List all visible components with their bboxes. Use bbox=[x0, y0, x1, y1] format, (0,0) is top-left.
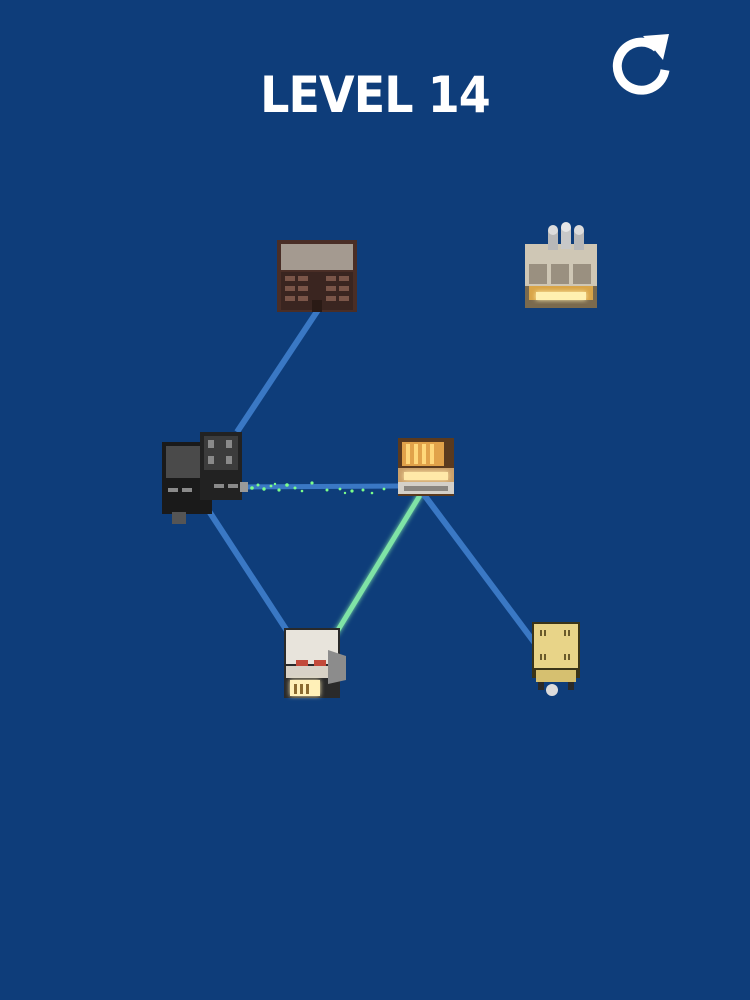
level-title: LEVEL 14 bbox=[260, 66, 491, 124]
restart-button[interactable] bbox=[605, 26, 679, 100]
yellow-block-building[interactable] bbox=[532, 622, 580, 696]
restart-icon bbox=[612, 34, 670, 95]
house-building[interactable] bbox=[284, 628, 346, 698]
wire-factory-office[interactable] bbox=[234, 308, 321, 434]
wire-factory-house[interactable] bbox=[202, 503, 296, 642]
wires bbox=[202, 300, 560, 676]
energy-sparks bbox=[244, 481, 386, 495]
power-plant-building[interactable] bbox=[525, 222, 597, 308]
wire-tower-yellow[interactable] bbox=[419, 490, 543, 652]
black-factory-building[interactable] bbox=[162, 432, 248, 524]
wire-house-tower[interactable] bbox=[332, 490, 425, 637]
tower-building[interactable] bbox=[398, 438, 454, 496]
office-building[interactable] bbox=[277, 240, 357, 312]
